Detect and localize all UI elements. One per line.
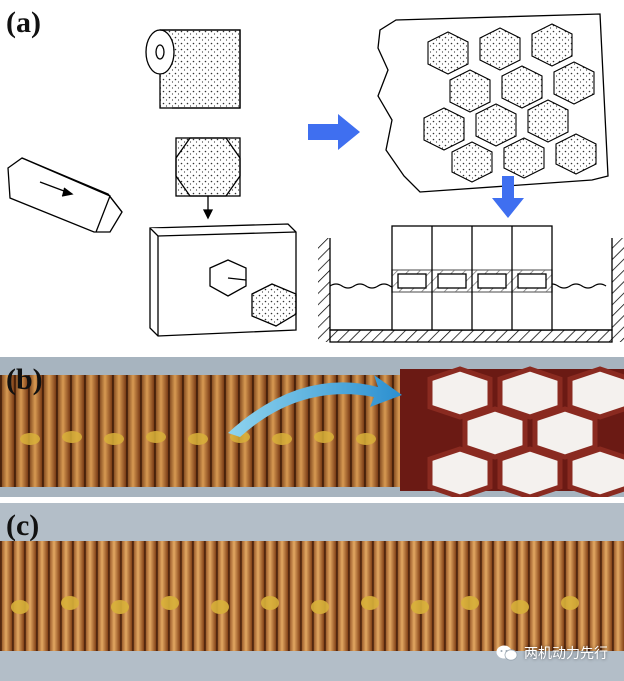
panel-a-label: (a) [6, 6, 41, 39]
honeycomb-strip-photo-c [0, 541, 624, 651]
chat-bubble-icon [496, 645, 518, 661]
watermark: 两机动力先行 [496, 643, 608, 663]
panel-a-schematic: (a) [6, 6, 624, 343]
panel-b-photo: (b) [0, 357, 624, 497]
honeycomb-closeup-inset [400, 366, 624, 497]
foil-sheet-square [175, 137, 241, 220]
panel-c-label: (c) [6, 509, 40, 542]
braze-tank [318, 225, 624, 343]
process-arrow-right [308, 114, 360, 150]
hex-rod [7, 157, 123, 233]
panel-c-photo: (c) 两机动力先行 [0, 503, 624, 681]
panel-b-label: (b) [6, 363, 43, 396]
zoom-arrow [228, 375, 402, 437]
process-arrow-down [492, 176, 524, 218]
watermark-text: 两机动力先行 [524, 646, 608, 662]
schematic-drawing [7, 13, 624, 343]
honeycomb-block [377, 13, 609, 193]
honeycomb-strip-photo-b [0, 366, 624, 497]
cutting-box [149, 223, 297, 337]
foil-roll [145, 29, 241, 109]
